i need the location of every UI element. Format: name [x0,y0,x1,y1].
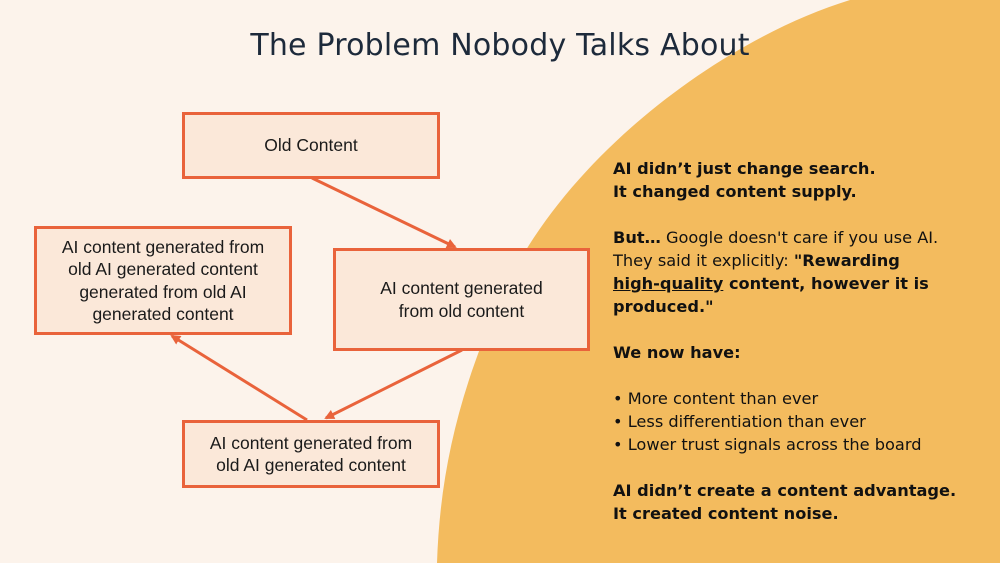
quote-end: produced." [613,297,714,316]
intro-line-1: AI didn’t just change search. [613,159,876,178]
node-line: AI content generated from [61,236,265,257]
node-line: AI content generated from [209,432,413,453]
slide-title: The Problem Nobody Talks About [250,28,750,63]
conclusion-line-1: AI didn’t create a content advantage. [613,481,957,500]
arrow-gen1-to-gen2 [324,348,463,420]
node-line: old AI generated content [216,455,406,475]
bullet-item: • Lower trust signals across the board [613,435,922,454]
google-statement: Google doesn't care if you use AI. [660,228,939,247]
node-line: from old content [398,300,525,321]
bullet-item: • More content than ever [613,389,819,408]
quote-line: They said it explicitly: "Rewarding [613,249,993,272]
google-paragraph: But… Google doesn't care if you use AI. [613,226,993,249]
quote-line-2: high-quality content, however it is [613,272,993,295]
but-lead: But… [613,228,661,247]
underlined-phrase: high-quality [613,274,724,293]
node-line: generated content [92,303,234,324]
node-line: generated from old AI [79,281,247,302]
arrow-gen2-to-gen3 [170,334,308,422]
node-old-content: Old Content [182,112,440,179]
quote-intro: They said it explicitly: [613,251,794,270]
node-ai-from-old-ai: AI content generated from old AI generat… [182,420,440,488]
quote-rest: content, however it is [723,274,929,293]
bullet-item: • Less differentiation than ever [613,412,866,431]
conclusion-line-2: It created content noise. [613,504,839,523]
we-now-have-heading: We now have: [613,343,741,362]
arrow-old-to-gen1 [311,176,457,249]
explanation-text: AI didn’t just change search. It changed… [613,157,993,525]
orange-arc-shape [437,0,1000,563]
node-ai-from-old-ai-recursive: AI content generated from old AI generat… [34,226,292,335]
intro-line-2: It changed content supply. [613,182,857,201]
node-line: AI content generated [380,278,543,299]
node-ai-from-old: AI content generated from old content [333,248,590,351]
node-line: Old Content [264,135,358,156]
node-line: old AI generated content [68,259,258,280]
quote-start: "Rewarding [793,251,900,270]
